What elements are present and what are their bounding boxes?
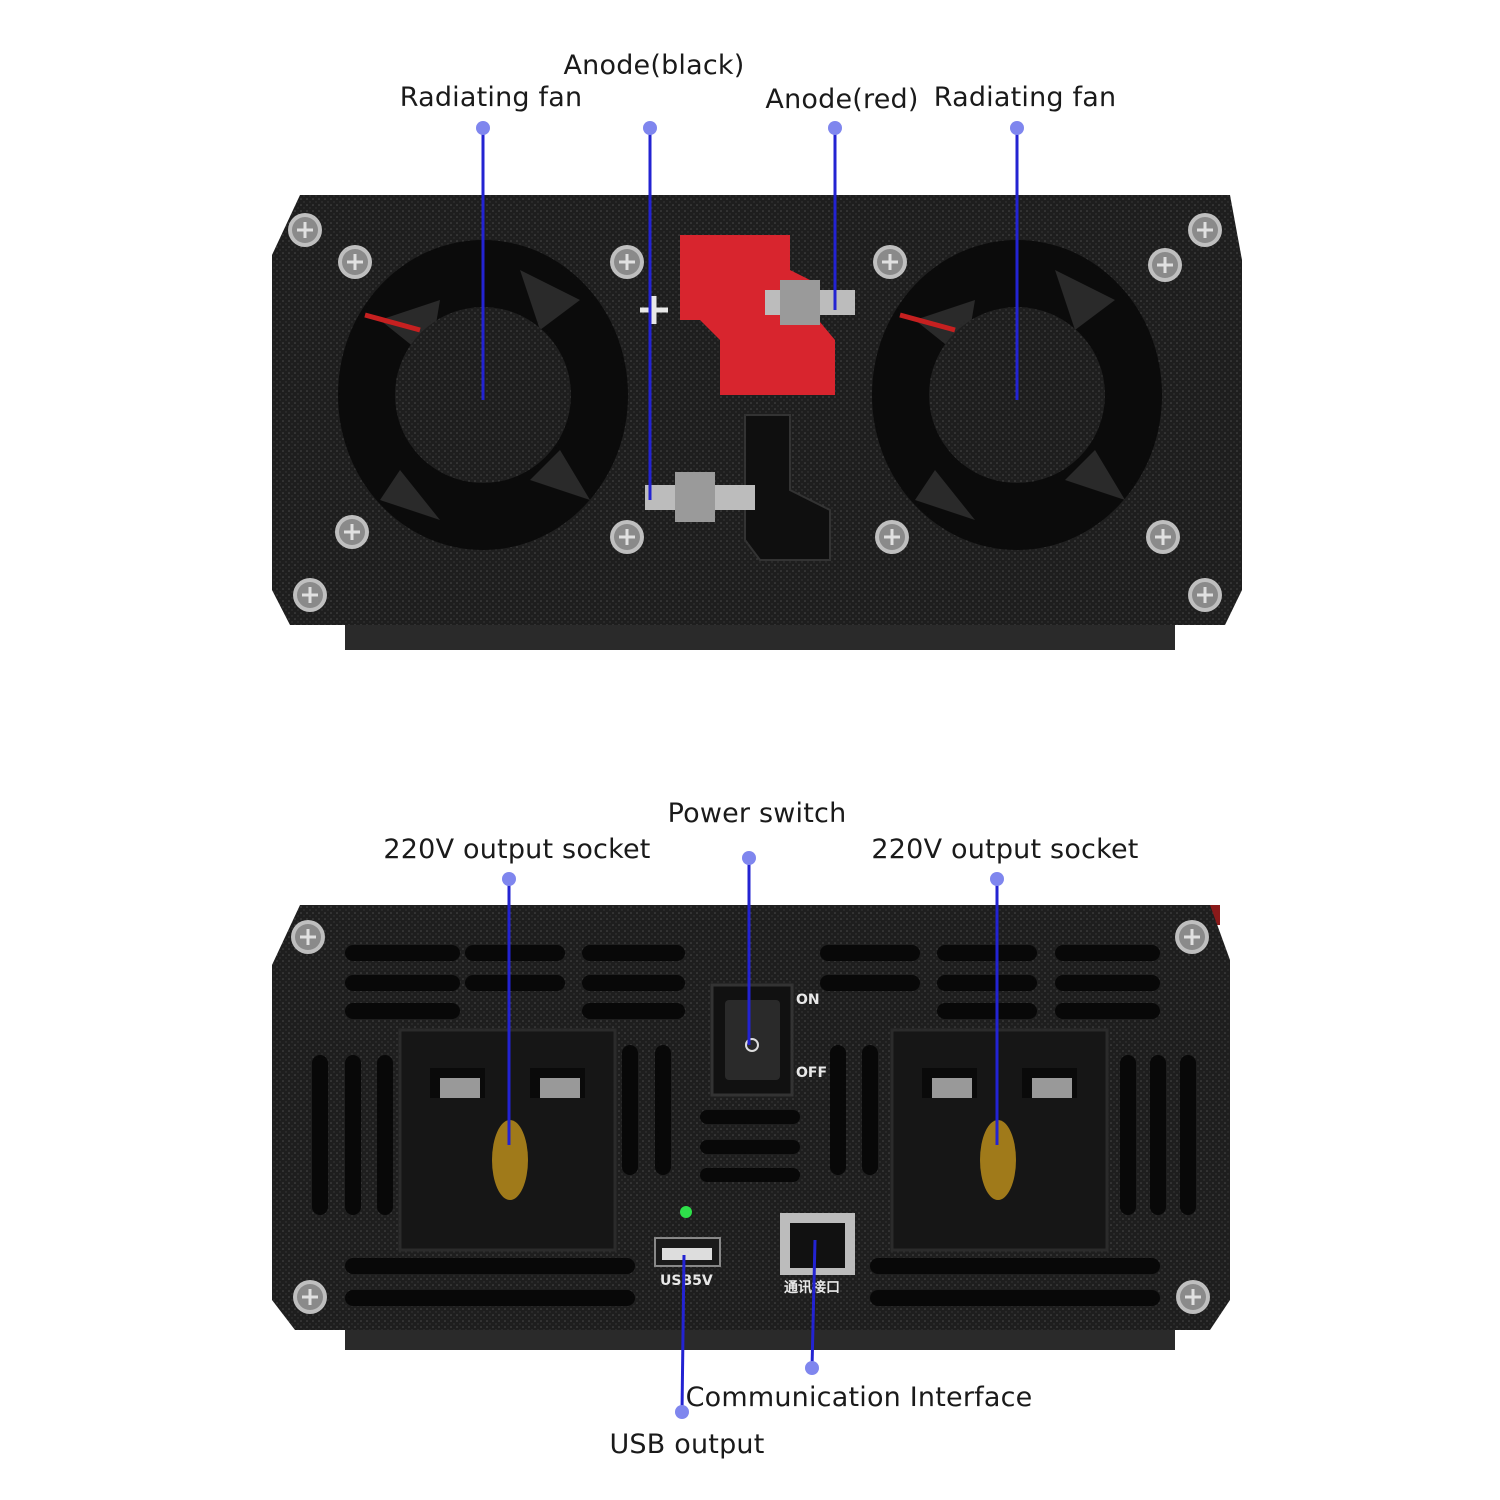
label-usb-output: USB output bbox=[609, 1429, 765, 1460]
callout-dot bbox=[1010, 121, 1024, 135]
label-anode-red: Anode(red) bbox=[765, 84, 919, 115]
plus-mark bbox=[640, 296, 668, 324]
callout-dot bbox=[502, 872, 516, 886]
black-terminal bbox=[645, 414, 831, 561]
label-radiating-fan-right: Radiating fan bbox=[933, 82, 1117, 113]
callout-dot bbox=[675, 1405, 689, 1419]
comm-port-text: 通讯接口 bbox=[784, 1279, 840, 1296]
red-terminal bbox=[680, 235, 855, 395]
label-anode-black: Anode(black) bbox=[563, 50, 745, 81]
switch-off-label: OFF bbox=[796, 1065, 827, 1081]
callout-lines bbox=[481, 128, 1019, 1413]
callout-line-comm bbox=[810, 1239, 817, 1369]
callout-line-usb bbox=[680, 1254, 686, 1413]
callout-dot bbox=[643, 121, 657, 135]
label-output-socket-right: 220V output socket bbox=[871, 834, 1139, 865]
label-output-socket-left: 220V output socket bbox=[383, 834, 651, 865]
callout-dot bbox=[805, 1361, 819, 1375]
right-ac-socket bbox=[890, 1028, 1109, 1252]
vent-slots bbox=[312, 945, 1196, 1306]
callout-dots bbox=[476, 121, 1024, 1419]
status-led bbox=[680, 1206, 692, 1218]
switch-on-label: ON bbox=[796, 992, 820, 1008]
callout-dot bbox=[476, 121, 490, 135]
callout-dot bbox=[990, 872, 1004, 886]
usb-port-text: USB5V bbox=[660, 1273, 713, 1289]
power-switch[interactable] bbox=[710, 983, 794, 1097]
label-power-switch: Power switch bbox=[667, 798, 847, 829]
back-panel: ON OFF USB5V 通讯接口 bbox=[272, 905, 1230, 1350]
label-radiating-fan-left: Radiating fan bbox=[399, 82, 583, 113]
callout-dot bbox=[828, 121, 842, 135]
front-panel bbox=[272, 195, 1242, 650]
callout-dot bbox=[742, 851, 756, 865]
rj45-comm-port[interactable] bbox=[780, 1213, 855, 1275]
label-communication-interface: Communication Interface bbox=[685, 1382, 1033, 1413]
usb-port[interactable] bbox=[654, 1237, 721, 1267]
